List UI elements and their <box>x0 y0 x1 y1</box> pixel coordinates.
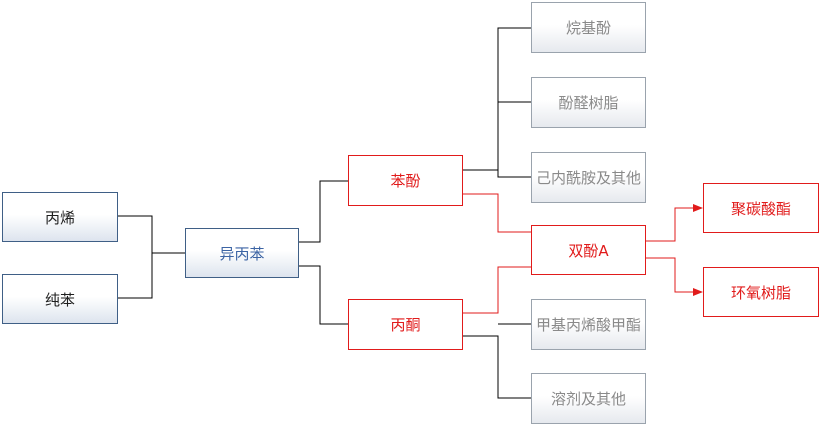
connector-phenol-bpa <box>463 193 531 233</box>
node-caprolactam: 己内酰胺及其他 <box>531 152 646 203</box>
connector-benzene <box>118 253 153 299</box>
node-benzene: 纯苯 <box>2 274 118 324</box>
connector-acetone-bpa <box>463 266 531 314</box>
node-cumene-label: 异丙苯 <box>219 244 265 263</box>
connector-phenol-uses <box>463 27 531 178</box>
node-alkylphenol: 烷基酚 <box>531 2 646 53</box>
node-bisphenol-a-label: 双酚A <box>568 241 609 260</box>
connector-bpa-pc <box>646 204 703 242</box>
node-phenolic-resin: 酚醛树脂 <box>531 77 646 128</box>
node-propylene: 丙烯 <box>2 192 118 242</box>
connector-propylene <box>118 215 185 254</box>
connector-acetone-uses <box>463 323 531 399</box>
node-benzene-label: 纯苯 <box>44 290 75 309</box>
node-phenol-label: 苯酚 <box>390 172 421 190</box>
node-propylene-label: 丙烯 <box>44 208 75 227</box>
node-solvent-label: 溶剂及其他 <box>550 390 626 408</box>
node-phenolic-resin-label: 酚醛树脂 <box>558 94 619 112</box>
connector-bpa-epoxy <box>646 257 703 296</box>
node-phenol: 苯酚 <box>348 155 463 206</box>
node-acetone: 丙酮 <box>348 299 463 350</box>
node-mma: 甲基丙烯酸甲酯 <box>531 299 646 350</box>
node-polycarbonate: 聚碳酸酯 <box>703 183 819 233</box>
node-solvent: 溶剂及其他 <box>531 373 646 424</box>
node-epoxy-resin: 环氧树脂 <box>703 267 819 317</box>
node-caprolactam-label: 己内酰胺及其他 <box>535 169 641 187</box>
node-acetone-label: 丙酮 <box>390 316 421 334</box>
connector-cumene-acetone <box>299 265 348 325</box>
node-polycarbonate-label: 聚碳酸酯 <box>730 199 791 218</box>
node-epoxy-resin-label: 环氧树脂 <box>730 283 791 302</box>
node-bisphenol-a: 双酚A <box>531 225 646 275</box>
node-mma-label: 甲基丙烯酸甲酯 <box>535 316 641 334</box>
connector-cumene-phenol <box>299 180 348 243</box>
node-alkylphenol-label: 烷基酚 <box>565 19 611 37</box>
node-cumene: 异丙苯 <box>185 228 299 278</box>
